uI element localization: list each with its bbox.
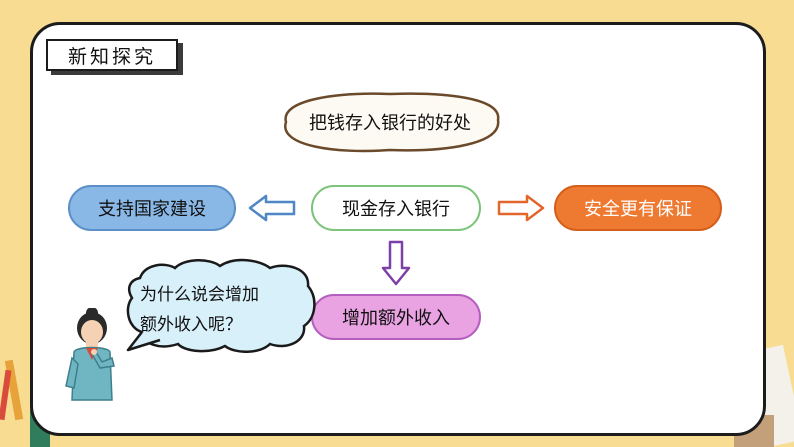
deposit-cash-box: 现金存入银行 [311, 185, 481, 231]
extra-income-box: 增加额外收入 [311, 294, 481, 340]
speech-line-1: 为什么说会增加 [140, 285, 259, 305]
speech-line-2: 额外收入呢？ [140, 315, 242, 335]
speech-bubble [126, 258, 316, 353]
girl-illustration [65, 308, 115, 401]
arrow-left-icon [248, 194, 296, 222]
safety-box: 安全更有保证 [554, 185, 722, 231]
cloud-heading: 把钱存入银行的好处 [309, 113, 471, 134]
arrow-down-icon [381, 240, 411, 286]
arrow-right-icon [497, 194, 545, 222]
heading-cloud-shape [284, 92, 500, 153]
speech-bubble-text: 为什么说会增加 额外收入呢？ [140, 280, 300, 340]
section-title: 新知探究 [46, 39, 178, 71]
support-country-box: 支持国家建设 [68, 185, 236, 231]
